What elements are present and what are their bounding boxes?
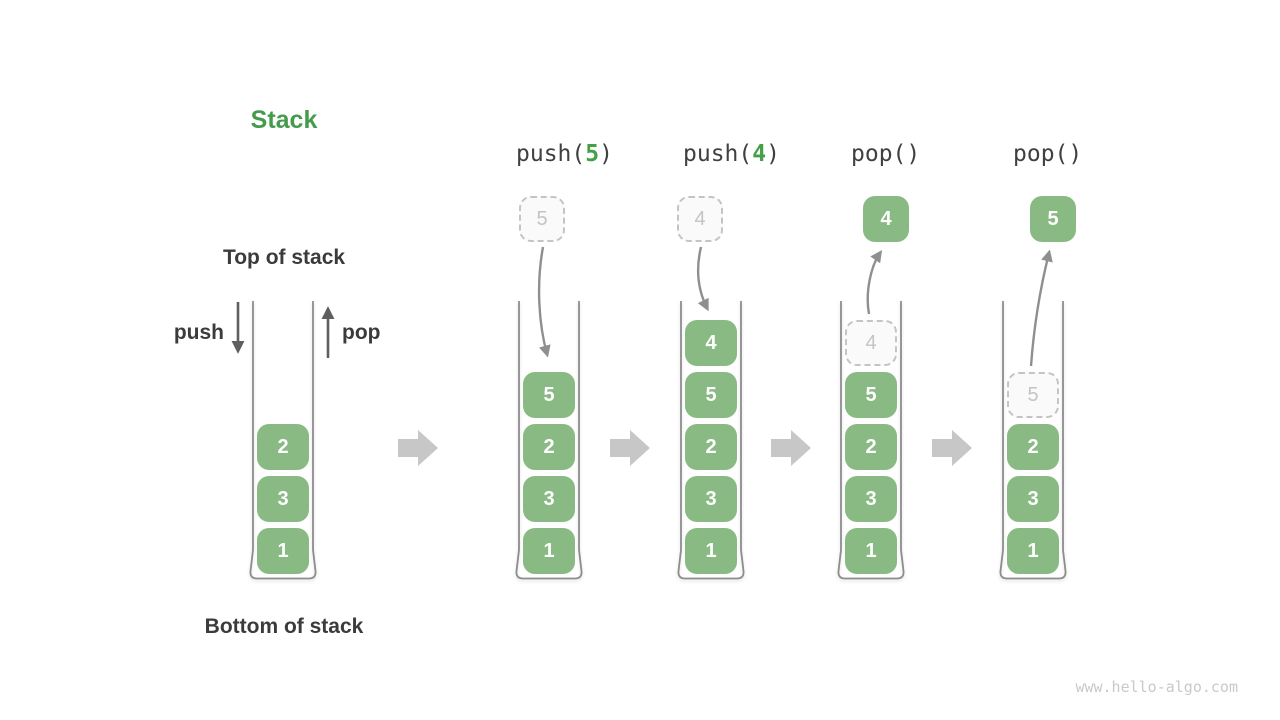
stage-label-text: ) bbox=[599, 141, 613, 167]
stage-label-text: push( bbox=[683, 141, 753, 167]
stack-cell: 5 bbox=[845, 372, 897, 418]
stack-cell: 3 bbox=[1007, 476, 1059, 522]
stage-label-arg: 4 bbox=[752, 141, 767, 167]
diagram-title: Stack bbox=[250, 106, 318, 134]
transition-arrow-icon bbox=[771, 430, 811, 466]
stack-vessel-outline bbox=[837, 301, 905, 580]
floating-item-pop-5: 5 bbox=[1030, 196, 1076, 242]
stack-cell: 5 bbox=[523, 372, 575, 418]
top-of-stack-label: Top of stack bbox=[222, 246, 346, 269]
stack-vessel-outline bbox=[249, 301, 317, 580]
stack-cell: 3 bbox=[523, 476, 575, 522]
stack-cell: 1 bbox=[523, 528, 575, 574]
transition-arrow-icon bbox=[610, 430, 650, 466]
stack-cell-removed: 5 bbox=[1007, 372, 1059, 418]
push-4-arrow-icon bbox=[696, 246, 709, 312]
stack-vessel-outline bbox=[677, 301, 745, 580]
stack-cell: 2 bbox=[845, 424, 897, 470]
stack-cell: 3 bbox=[257, 476, 309, 522]
stack-cell: 1 bbox=[1007, 528, 1059, 574]
stack-cell: 2 bbox=[523, 424, 575, 470]
stack-cell: 5 bbox=[685, 372, 737, 418]
stack-cell: 3 bbox=[685, 476, 737, 522]
stack-cell: 2 bbox=[1007, 424, 1059, 470]
floating-item-pop-4: 4 bbox=[863, 196, 909, 242]
stage-label-text: pop( bbox=[1013, 141, 1069, 167]
push-label: push bbox=[173, 321, 224, 344]
bottom-of-stack-label: Bottom of stack bbox=[204, 615, 364, 638]
stack-cell: 2 bbox=[685, 424, 737, 470]
stack-cell: 1 bbox=[685, 528, 737, 574]
stack-cell: 1 bbox=[845, 528, 897, 574]
stage-label-text: pop( bbox=[851, 141, 907, 167]
stack-cell: 2 bbox=[257, 424, 309, 470]
stack-cell: 4 bbox=[685, 320, 737, 366]
stage-label-text: ) bbox=[1068, 141, 1083, 167]
pop-label: pop bbox=[342, 321, 381, 344]
stack-cell-removed: 4 bbox=[845, 320, 897, 366]
stack-vessel-outline bbox=[515, 301, 583, 580]
stack-cell: 3 bbox=[845, 476, 897, 522]
stage-label-pop-4: pop() bbox=[851, 141, 920, 167]
stack-cell: 1 bbox=[257, 528, 309, 574]
floating-item-push-4: 4 bbox=[677, 196, 723, 242]
stack-container-push-5: 5 2 3 1 bbox=[515, 300, 583, 586]
transition-arrow-icon bbox=[932, 430, 972, 466]
stack-container-pop-4: 4 5 2 3 1 bbox=[837, 300, 905, 586]
floating-item-push-5: 5 bbox=[519, 196, 565, 242]
stage-label-text: ) bbox=[906, 141, 921, 167]
stack-container-push-4: 4 5 2 3 1 bbox=[677, 300, 745, 586]
stage-label-push-5: push(5) bbox=[516, 141, 613, 167]
watermark: www.hello-algo.com bbox=[1075, 678, 1238, 696]
stack-container-intro: 2 3 1 bbox=[249, 300, 317, 586]
stage-label-push-4: push(4) bbox=[683, 141, 780, 167]
stack-container-pop-5: 5 2 3 1 bbox=[999, 300, 1067, 586]
stage-label-pop-5: pop() bbox=[1013, 141, 1082, 167]
stage-label-text: ) bbox=[766, 141, 780, 167]
stage-label-text: push( bbox=[516, 141, 586, 167]
stage-label-arg: 5 bbox=[585, 141, 600, 167]
transition-arrow-icon bbox=[398, 430, 438, 466]
stack-vessel-outline bbox=[999, 301, 1067, 580]
